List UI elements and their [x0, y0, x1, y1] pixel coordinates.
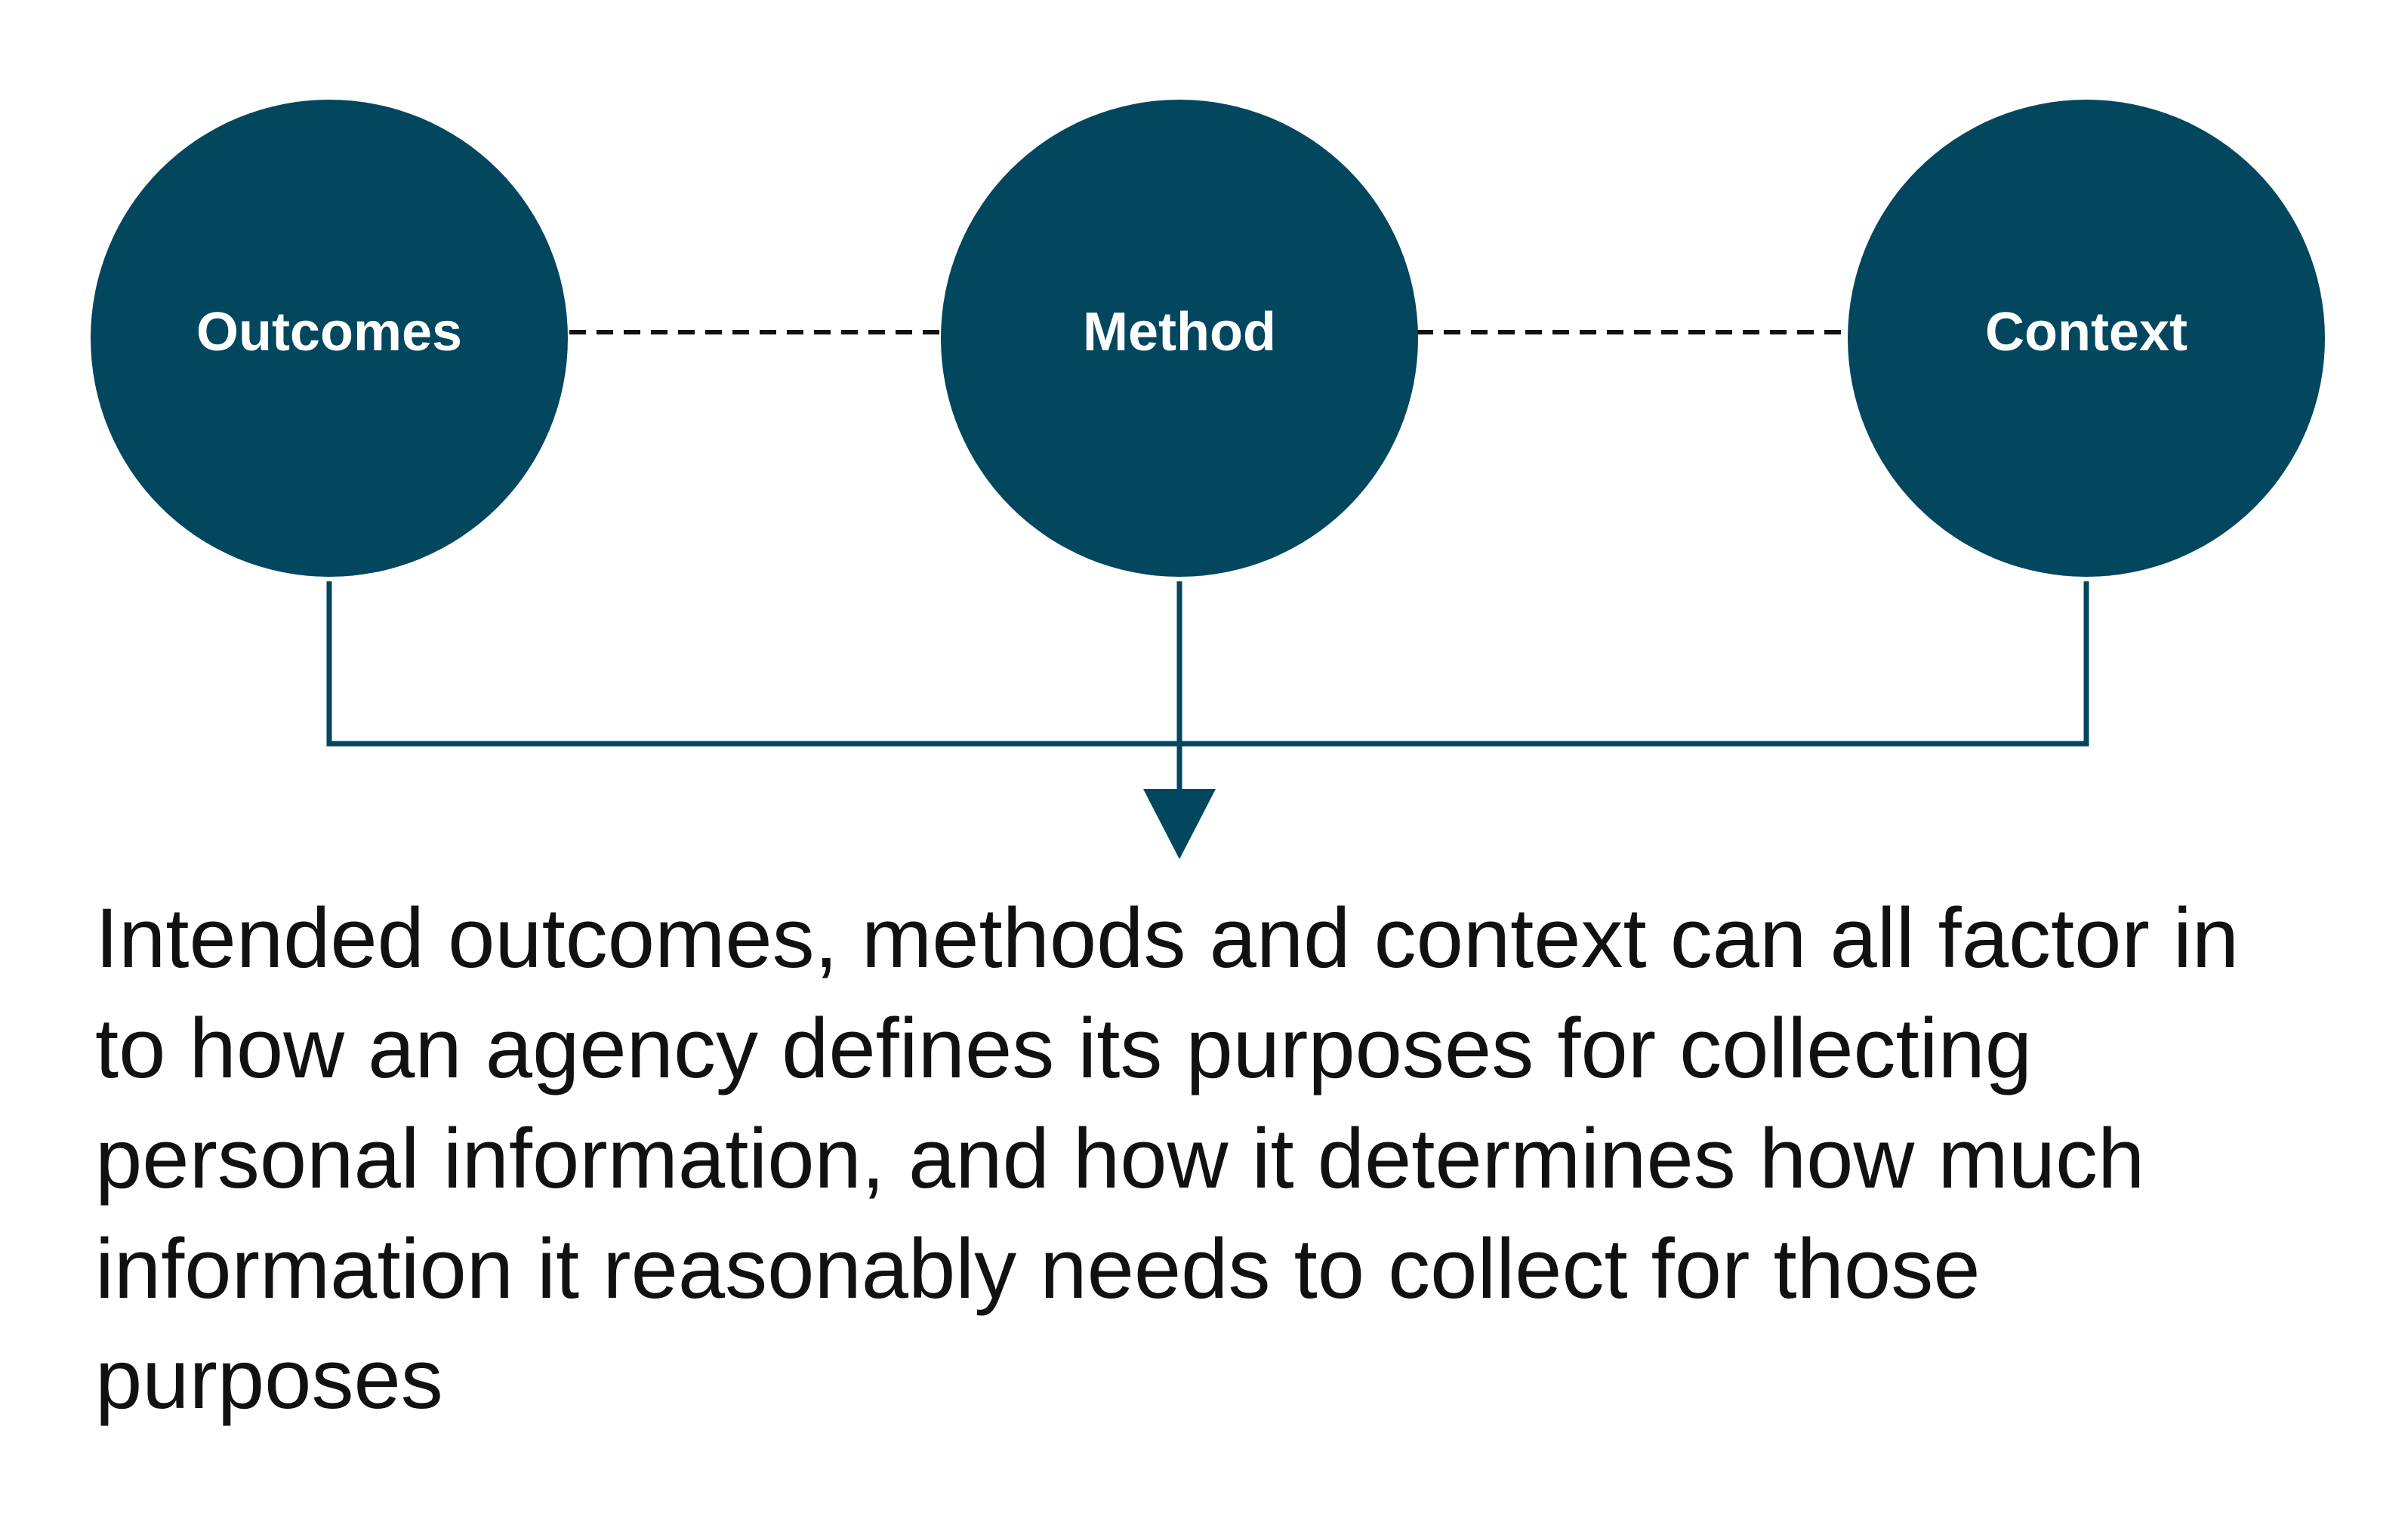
connector-context-down: [1179, 581, 2089, 747]
node-method-circle: [941, 100, 1418, 577]
diagram-caption: Intended outcomes, methods and context c…: [95, 891, 2240, 1426]
node-context-label: Context: [1985, 302, 2188, 362]
node-outcomes-label: Outcomes: [196, 302, 462, 362]
node-method-label: Method: [1083, 302, 1276, 362]
node-outcomes-circle: [91, 100, 568, 577]
node-outcomes: Outcomes: [91, 100, 568, 577]
node-method: Method: [941, 100, 1418, 577]
connector-outcomes-down: [326, 581, 1179, 747]
node-context: Context: [1848, 100, 2325, 577]
node-context-circle: [1848, 100, 2325, 577]
arrowhead-down: [1143, 789, 1216, 859]
